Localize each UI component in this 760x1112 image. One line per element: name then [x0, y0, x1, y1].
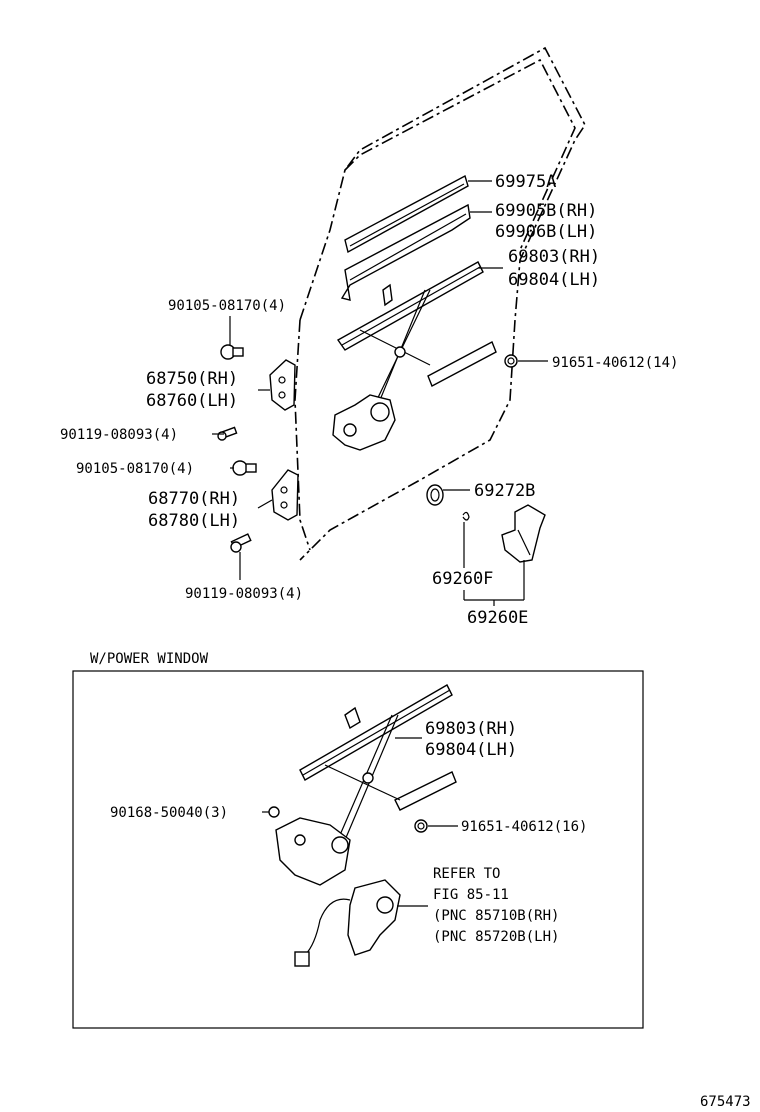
label-69804-top: 69804(LH) — [508, 270, 600, 290]
label-69260e: 69260E — [467, 608, 528, 628]
window-regulator-power — [275, 684, 457, 886]
figure-id: 675473 — [700, 1094, 751, 1110]
label-91651-b: 91651-40612(16) — [461, 819, 587, 835]
label-69272b: 69272B — [474, 481, 535, 501]
window-motor — [294, 879, 401, 967]
refer-line-4: (PNC 85720B(LH) — [433, 929, 559, 945]
window-handle-69260e — [501, 504, 546, 563]
label-90119-a: 90119-08093(4) — [60, 427, 178, 443]
run-channel-69905b — [340, 203, 471, 301]
label-68760: 68760(LH) — [146, 391, 238, 411]
label-90119-b: 90119-08093(4) — [185, 586, 303, 602]
leader-lines-top — [212, 180, 548, 606]
label-69905b: 69905B(RH) — [495, 201, 597, 221]
label-69803-top: 69803(RH) — [508, 247, 600, 267]
refer-line-3: (PNC 85710B(RH) — [433, 908, 559, 924]
clip-91651-lower — [414, 819, 428, 833]
power-window-box — [72, 670, 644, 1029]
bolt-90119-lower — [230, 533, 252, 553]
label-69975a: 69975A — [495, 172, 556, 192]
hinge-68770 — [271, 469, 299, 521]
label-69804-pw: 69804(LH) — [425, 740, 517, 760]
label-69803-pw: 69803(RH) — [425, 719, 517, 739]
label-90168: 90168-50040(3) — [110, 805, 228, 821]
label-68750: 68750(RH) — [146, 369, 238, 389]
label-68770: 68770(RH) — [148, 489, 240, 509]
clip-91651-top — [504, 354, 518, 368]
leader-lines-power — [262, 737, 458, 907]
label-68780: 68780(LH) — [148, 511, 240, 531]
hinge-68750 — [269, 359, 296, 411]
clip-69260f — [462, 511, 470, 521]
label-69260f: 69260F — [432, 569, 493, 589]
label-90105-a: 90105-08170(4) — [168, 298, 286, 314]
escutcheon-69272b — [426, 484, 444, 506]
door-outline — [294, 46, 586, 561]
label-90105-b: 90105-08170(4) — [76, 461, 194, 477]
window-regulator-manual — [332, 261, 497, 451]
bolt-90168 — [268, 806, 280, 818]
run-channel-69975a — [344, 174, 469, 254]
label-69906b: 69906B(LH) — [495, 222, 597, 242]
bolt-90105-top — [220, 344, 244, 360]
power-window-title: W/POWER WINDOW — [90, 651, 209, 667]
refer-line-2: FIG 85-11 — [433, 887, 509, 903]
label-91651-a: 91651-40612(14) — [552, 355, 678, 371]
bolt-90105-lower — [232, 460, 257, 476]
refer-line-1: REFER TO — [433, 866, 500, 882]
